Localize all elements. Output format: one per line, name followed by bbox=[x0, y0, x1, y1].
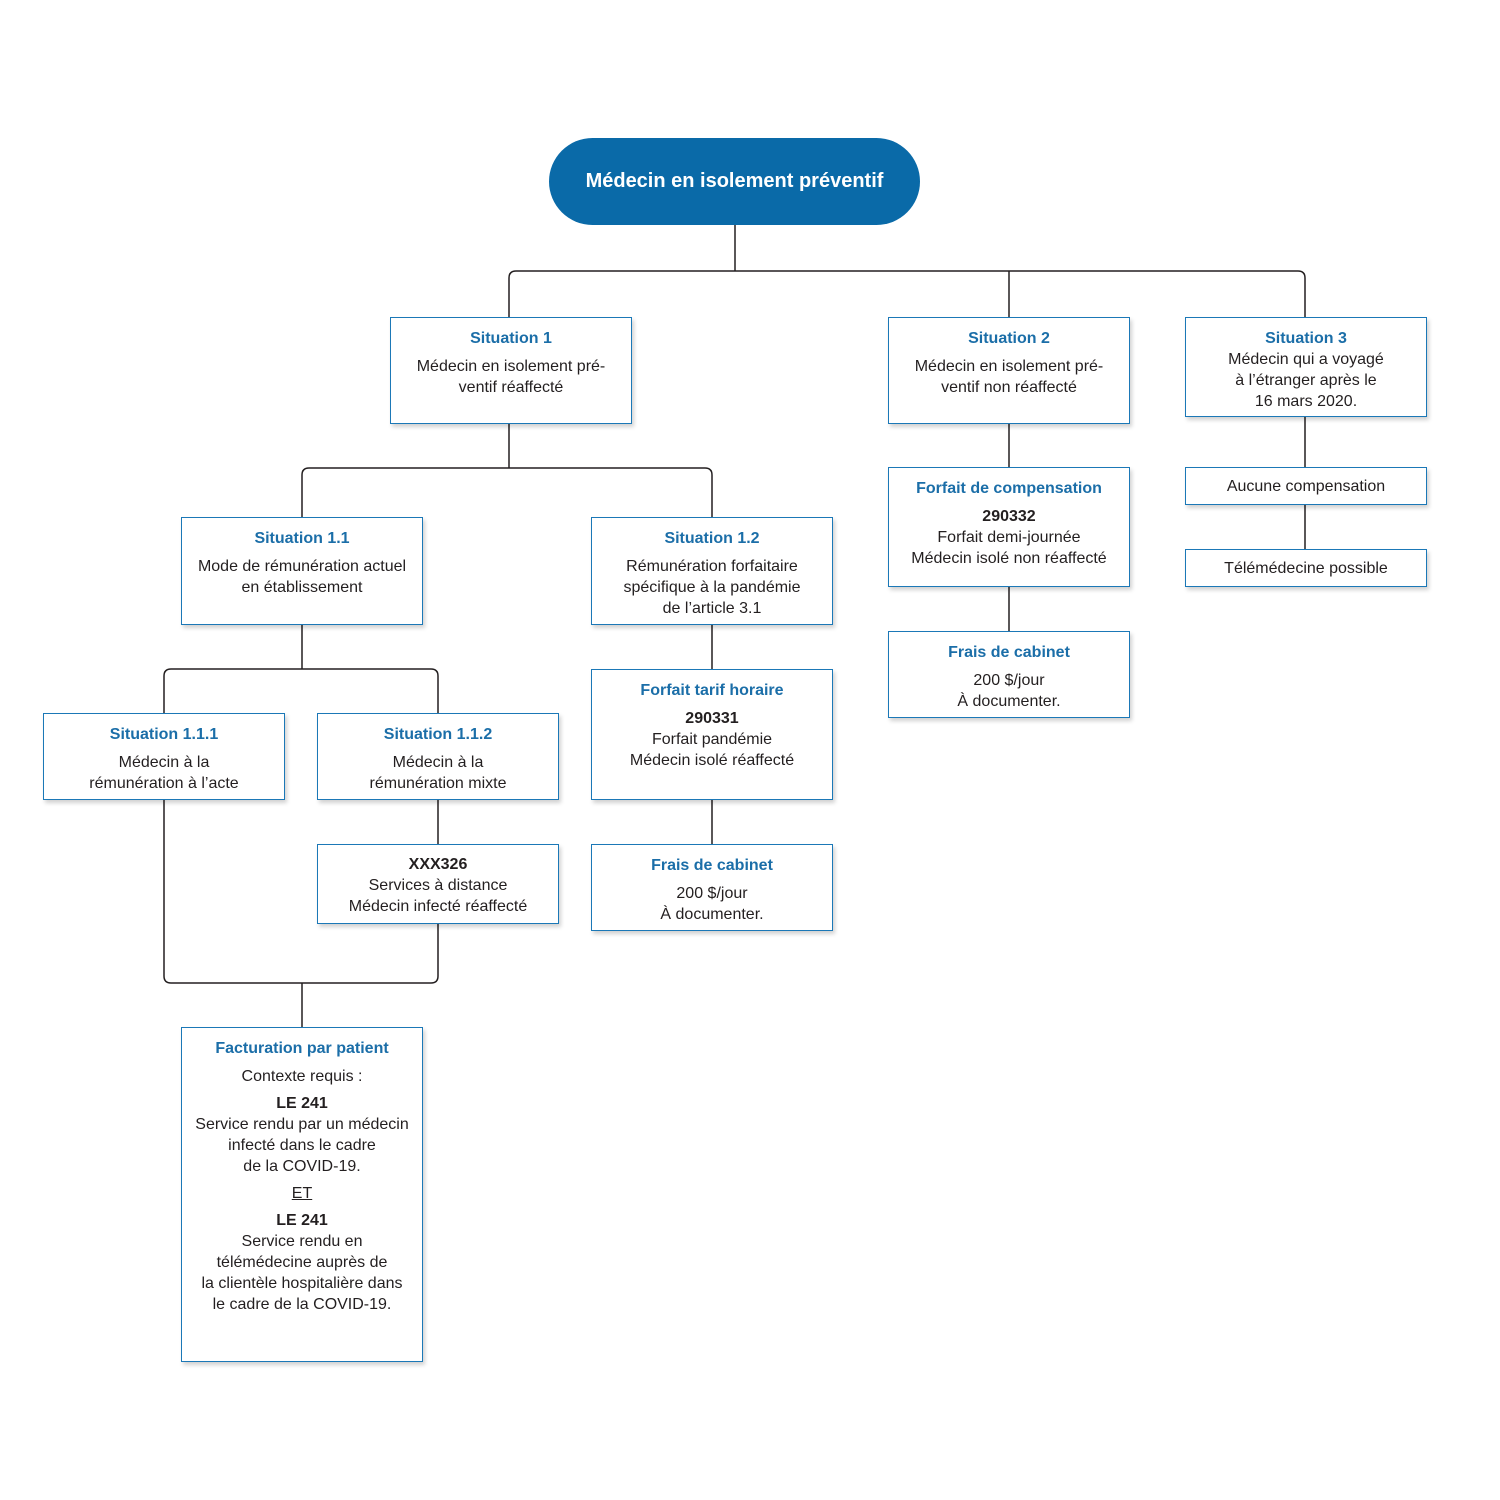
facturation-et: ET bbox=[291, 1185, 313, 1202]
facturation-title: Facturation par patient bbox=[215, 1040, 389, 1057]
frais-cabinet-1-text: 200 $/jour À documenter. bbox=[660, 885, 764, 923]
situation-2-box: Situation 2 Médecin en isolement pré- ve… bbox=[888, 317, 1130, 424]
aucune-compensation-box: Aucune compensation bbox=[1185, 467, 1427, 505]
telemedecine-text: Télémédecine possible bbox=[1224, 559, 1388, 577]
frais-cabinet-2-title: Frais de cabinet bbox=[948, 644, 1070, 661]
aucune-compensation-text: Aucune compensation bbox=[1226, 477, 1386, 495]
situation-1-box: Situation 1 Médecin en isolement pré- ve… bbox=[390, 317, 632, 424]
facturation-text-b: Service rendu en télémédecine auprès de … bbox=[201, 1233, 403, 1313]
situation-3-title: Situation 3 bbox=[1265, 330, 1347, 347]
situation-1-1-title: Situation 1.1 bbox=[254, 530, 350, 547]
frais-cabinet-2-box: Frais de cabinet 200 $/jour À documenter… bbox=[888, 631, 1130, 718]
situation-1-1-1-title: Situation 1.1.1 bbox=[109, 726, 219, 743]
frais-cabinet-2-text: 200 $/jour À documenter. bbox=[957, 672, 1061, 710]
situation-1-1-text: Mode de rémunération actuel en établisse… bbox=[197, 558, 407, 596]
situation-3-text: Médecin qui a voyagé à l’étranger après … bbox=[1228, 351, 1384, 410]
situation-1-1-1-box: Situation 1.1.1 Médecin à la rémunératio… bbox=[43, 713, 285, 800]
root-node: Médecin en isolement préventif bbox=[549, 138, 920, 225]
forfait-compensation-title: Forfait de compensation bbox=[916, 480, 1102, 497]
situation-1-text: Médecin en isolement pré- ventif réaffec… bbox=[416, 358, 606, 396]
situation-1-1-1-text: Médecin à la rémunération à l’acte bbox=[89, 754, 239, 792]
xxx326-text: Services à distance Médecin infecté réaf… bbox=[348, 877, 528, 915]
situation-1-2-text: Rémunération forfaitaire spécifique à la… bbox=[623, 558, 801, 617]
situation-1-2-title: Situation 1.2 bbox=[664, 530, 760, 547]
situation-1-1-2-text: Médecin à la rémunération mixte bbox=[369, 754, 507, 792]
forfait-compensation-text: Forfait demi-journée Médecin isolé non r… bbox=[911, 529, 1107, 567]
forfait-tarif-horaire-code: 290331 bbox=[685, 710, 739, 727]
frais-cabinet-1-title: Frais de cabinet bbox=[651, 857, 773, 874]
forfait-compensation-code: 290332 bbox=[982, 508, 1036, 525]
facturation-code-b: LE 241 bbox=[276, 1212, 328, 1229]
facturation-context: Contexte requis : bbox=[241, 1068, 363, 1085]
forfait-tarif-horaire-box: Forfait tarif horaire 290331 Forfait pan… bbox=[591, 669, 833, 800]
forfait-tarif-horaire-title: Forfait tarif horaire bbox=[640, 682, 784, 699]
frais-cabinet-1-box: Frais de cabinet 200 $/jour À documenter… bbox=[591, 844, 833, 931]
facturation-text-a: Service rendu par un médecin infecté dan… bbox=[195, 1116, 409, 1175]
situation-1-title: Situation 1 bbox=[470, 330, 552, 347]
xxx326-code: XXX326 bbox=[408, 856, 468, 873]
facturation-code-a: LE 241 bbox=[276, 1095, 328, 1112]
situation-1-1-2-box: Situation 1.1.2 Médecin à la rémunératio… bbox=[317, 713, 559, 800]
situation-2-title: Situation 2 bbox=[968, 330, 1050, 347]
situation-1-1-2-title: Situation 1.1.2 bbox=[383, 726, 493, 743]
root-title: Médecin en isolement préventif bbox=[585, 170, 884, 192]
xxx326-box: XXX326 Services à distance Médecin infec… bbox=[317, 844, 559, 924]
situation-2-text: Médecin en isolement pré- ventif non réa… bbox=[914, 358, 1104, 396]
situation-3-box: Situation 3 Médecin qui a voyagé à l’étr… bbox=[1185, 317, 1427, 417]
forfait-compensation-box: Forfait de compensation 290332 Forfait d… bbox=[888, 467, 1130, 587]
facturation-box: Facturation par patient Contexte requis … bbox=[181, 1027, 423, 1362]
forfait-tarif-horaire-text: Forfait pandémie Médecin isolé réaffecté bbox=[629, 731, 795, 769]
situation-1-1-box: Situation 1.1 Mode de rémunération actue… bbox=[181, 517, 423, 625]
situation-1-2-box: Situation 1.2 Rémunération forfaitaire s… bbox=[591, 517, 833, 625]
telemedecine-box: Télémédecine possible bbox=[1185, 549, 1427, 587]
